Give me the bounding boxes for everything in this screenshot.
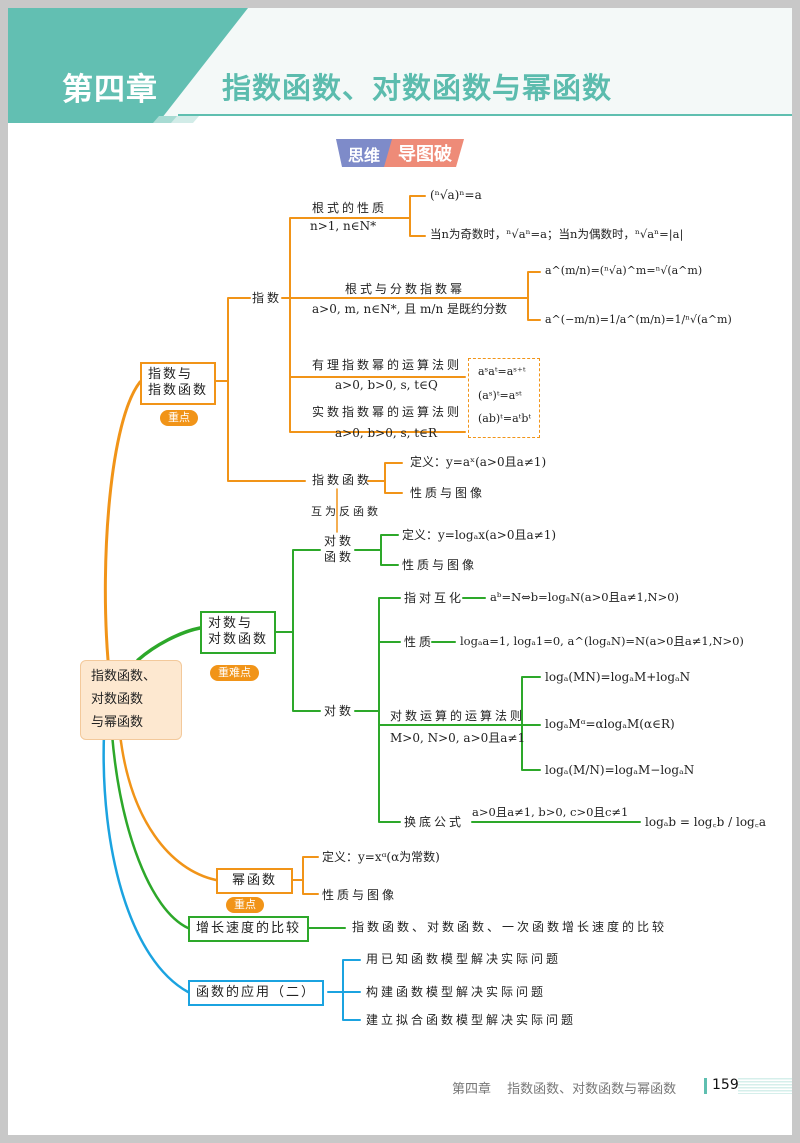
- connector-root-exp: [103, 380, 142, 662]
- label-real-rules: 实数指数幂的运算法则: [312, 405, 463, 419]
- chapter-label: 第四章: [62, 72, 158, 108]
- node-label: 指数函数: [148, 383, 209, 399]
- formula-change-base: logₐb = log꜀b / log꜀a: [645, 815, 767, 829]
- connector-root-log: [136, 626, 202, 662]
- cond-real-rules: a>0, b>0, s, t∈R: [335, 426, 437, 440]
- formula: a^(−m/n)=1/a^(m/n)=1/ⁿ√(a^m): [545, 313, 732, 326]
- badge-left: 思维: [336, 139, 395, 167]
- tag-key-point: 重点: [160, 410, 198, 426]
- label-inverse: 互为反函数: [311, 505, 381, 518]
- label-rational-rules: 有理指数幂的运算法则: [312, 358, 463, 372]
- connector: [269, 549, 321, 712]
- node-applications: 函数的应用（二）: [188, 980, 325, 1007]
- growth-desc: 指数函数、对数函数、一次函数增长速度的比较: [352, 920, 668, 934]
- mindmap-badge: 思维 导图破: [336, 139, 464, 167]
- props-log-func: 性质与图像: [402, 558, 478, 572]
- node-label: 对数函数: [208, 632, 269, 648]
- header-stripe: [171, 116, 199, 123]
- connector: [519, 271, 541, 321]
- badge-right: 导图破: [384, 139, 464, 167]
- connector: [354, 534, 399, 566]
- props-exp-func: 性质与图像: [410, 486, 486, 500]
- label-conversion: 指对互化: [404, 591, 465, 605]
- app-item: 用已知函数模型解决实际问题: [366, 952, 562, 966]
- def-power-func: 定义：y=xᵅ(α为常数): [322, 850, 440, 864]
- label-radical-props: 根式的性质: [312, 201, 388, 215]
- connector-root-power: [118, 732, 218, 882]
- formula: a^(m/n)=(ⁿ√a)^m=ⁿ√(a^m): [545, 264, 703, 277]
- node-exp-and-exp-func: 指数与 指数函数: [140, 362, 217, 405]
- formula-conversion: aᵇ=N⇔b=logₐN(a>0且a≠1,N>0): [490, 590, 680, 604]
- label-duishu: 对数: [324, 704, 355, 718]
- rules-box: [468, 358, 540, 438]
- rule: (aˢ)ᵗ=aˢᵗ: [478, 389, 522, 402]
- header-stripe: [153, 116, 183, 123]
- rule: (ab)ᵗ=aᵗbᵗ: [478, 412, 532, 425]
- formula: logₐ(M/N)=logₐM−logₐN: [545, 763, 695, 777]
- cond-log-ops: M>0, N>0, a>0且a≠1: [390, 731, 526, 745]
- chapter-title: 指数函数、对数函数与幂函数: [222, 71, 613, 105]
- cond-rational-rules: a>0, b>0, s, t∈Q: [335, 378, 438, 392]
- node-label: 对数与: [208, 616, 254, 631]
- page-number-bar: [704, 1078, 707, 1094]
- label-log-ops: 对数运算的运算法则: [390, 709, 526, 723]
- root-line: 与幂函数: [91, 715, 144, 730]
- label-zhishu: 指数: [252, 291, 283, 305]
- cond-radical-props: n>1, n∈N*: [310, 219, 377, 233]
- def-exp-func: 定义：y=aˣ(a>0且a≠1): [410, 455, 547, 469]
- formula: logₐMᵅ=αlogₐM(α∈R): [545, 717, 675, 731]
- node-power-func: 幂函数: [216, 868, 294, 895]
- formula: logₐ(MN)=logₐM+logₐN: [545, 670, 691, 684]
- cond-frac-exp: a>0, m, n∈N*, 且 m/n 是既约分数: [312, 302, 508, 316]
- app-item: 构建函数模型解决实际问题: [366, 985, 547, 999]
- formula: 当n为奇数时，ⁿ√aⁿ=a；当n为偶数时，ⁿ√aⁿ=|a|: [430, 227, 684, 241]
- def-log-func: 定义：y=logₐx(a>0且a≠1): [402, 528, 557, 542]
- connector: [327, 959, 361, 1021]
- node-log-and-log-func: 对数与 对数函数: [200, 611, 277, 654]
- connector: [394, 195, 426, 237]
- label-change-base: 换底公式: [404, 815, 465, 829]
- connector: [209, 297, 306, 482]
- footer-running-title: 第四章 指数函数、对数函数与幂函数: [452, 1078, 676, 1097]
- label-exp-func: 指数函数: [312, 473, 373, 487]
- header-divider: [178, 114, 792, 116]
- cond-change-base: a>0且a≠1, b>0, c>0且c≠1: [472, 805, 629, 819]
- connector: [281, 217, 521, 433]
- label-frac-exp: 根式与分数指数幂: [345, 282, 466, 296]
- node-growth: 增长速度的比较: [188, 916, 310, 943]
- root-line: 指数函数、: [91, 669, 157, 684]
- connector-root-apps: [102, 732, 190, 994]
- connector: [521, 676, 541, 771]
- connector: [354, 597, 523, 823]
- footer-title: 指数函数、对数函数与幂函数: [507, 1082, 677, 1097]
- props-power-func: 性质与图像: [322, 888, 398, 902]
- root-node: 指数函数、 对数函数 与幂函数: [80, 660, 182, 740]
- connector: [431, 597, 641, 823]
- footer-chapter: 第四章: [452, 1082, 492, 1097]
- label-log-func: 对数: [324, 534, 355, 548]
- formula-property: logₐa=1, logₐ1=0, a^(logₐN)=N(a>0且a≠1,N>…: [460, 634, 744, 648]
- label-log-func: 函数: [324, 550, 355, 564]
- rule: aˢaᵗ=aˢ⁺ᵗ: [478, 365, 526, 378]
- tag-difficult-point: 重难点: [210, 665, 259, 681]
- label-property: 性质: [404, 635, 435, 649]
- footer-stripes: [738, 1078, 792, 1094]
- tag-key-point: 重点: [226, 897, 264, 913]
- page: 第四章 指数函数、对数函数与幂函数: [8, 8, 792, 1135]
- connector: [284, 856, 319, 895]
- node-label: 指数与: [148, 367, 194, 382]
- connector-root-growth: [110, 732, 190, 930]
- page-number: 159: [712, 1077, 739, 1093]
- app-item: 建立拟合函数模型解决实际问题: [366, 1013, 577, 1027]
- formula: (ⁿ√a)ⁿ=a: [430, 188, 482, 202]
- root-line: 对数函数: [91, 692, 144, 707]
- connector: [367, 462, 403, 494]
